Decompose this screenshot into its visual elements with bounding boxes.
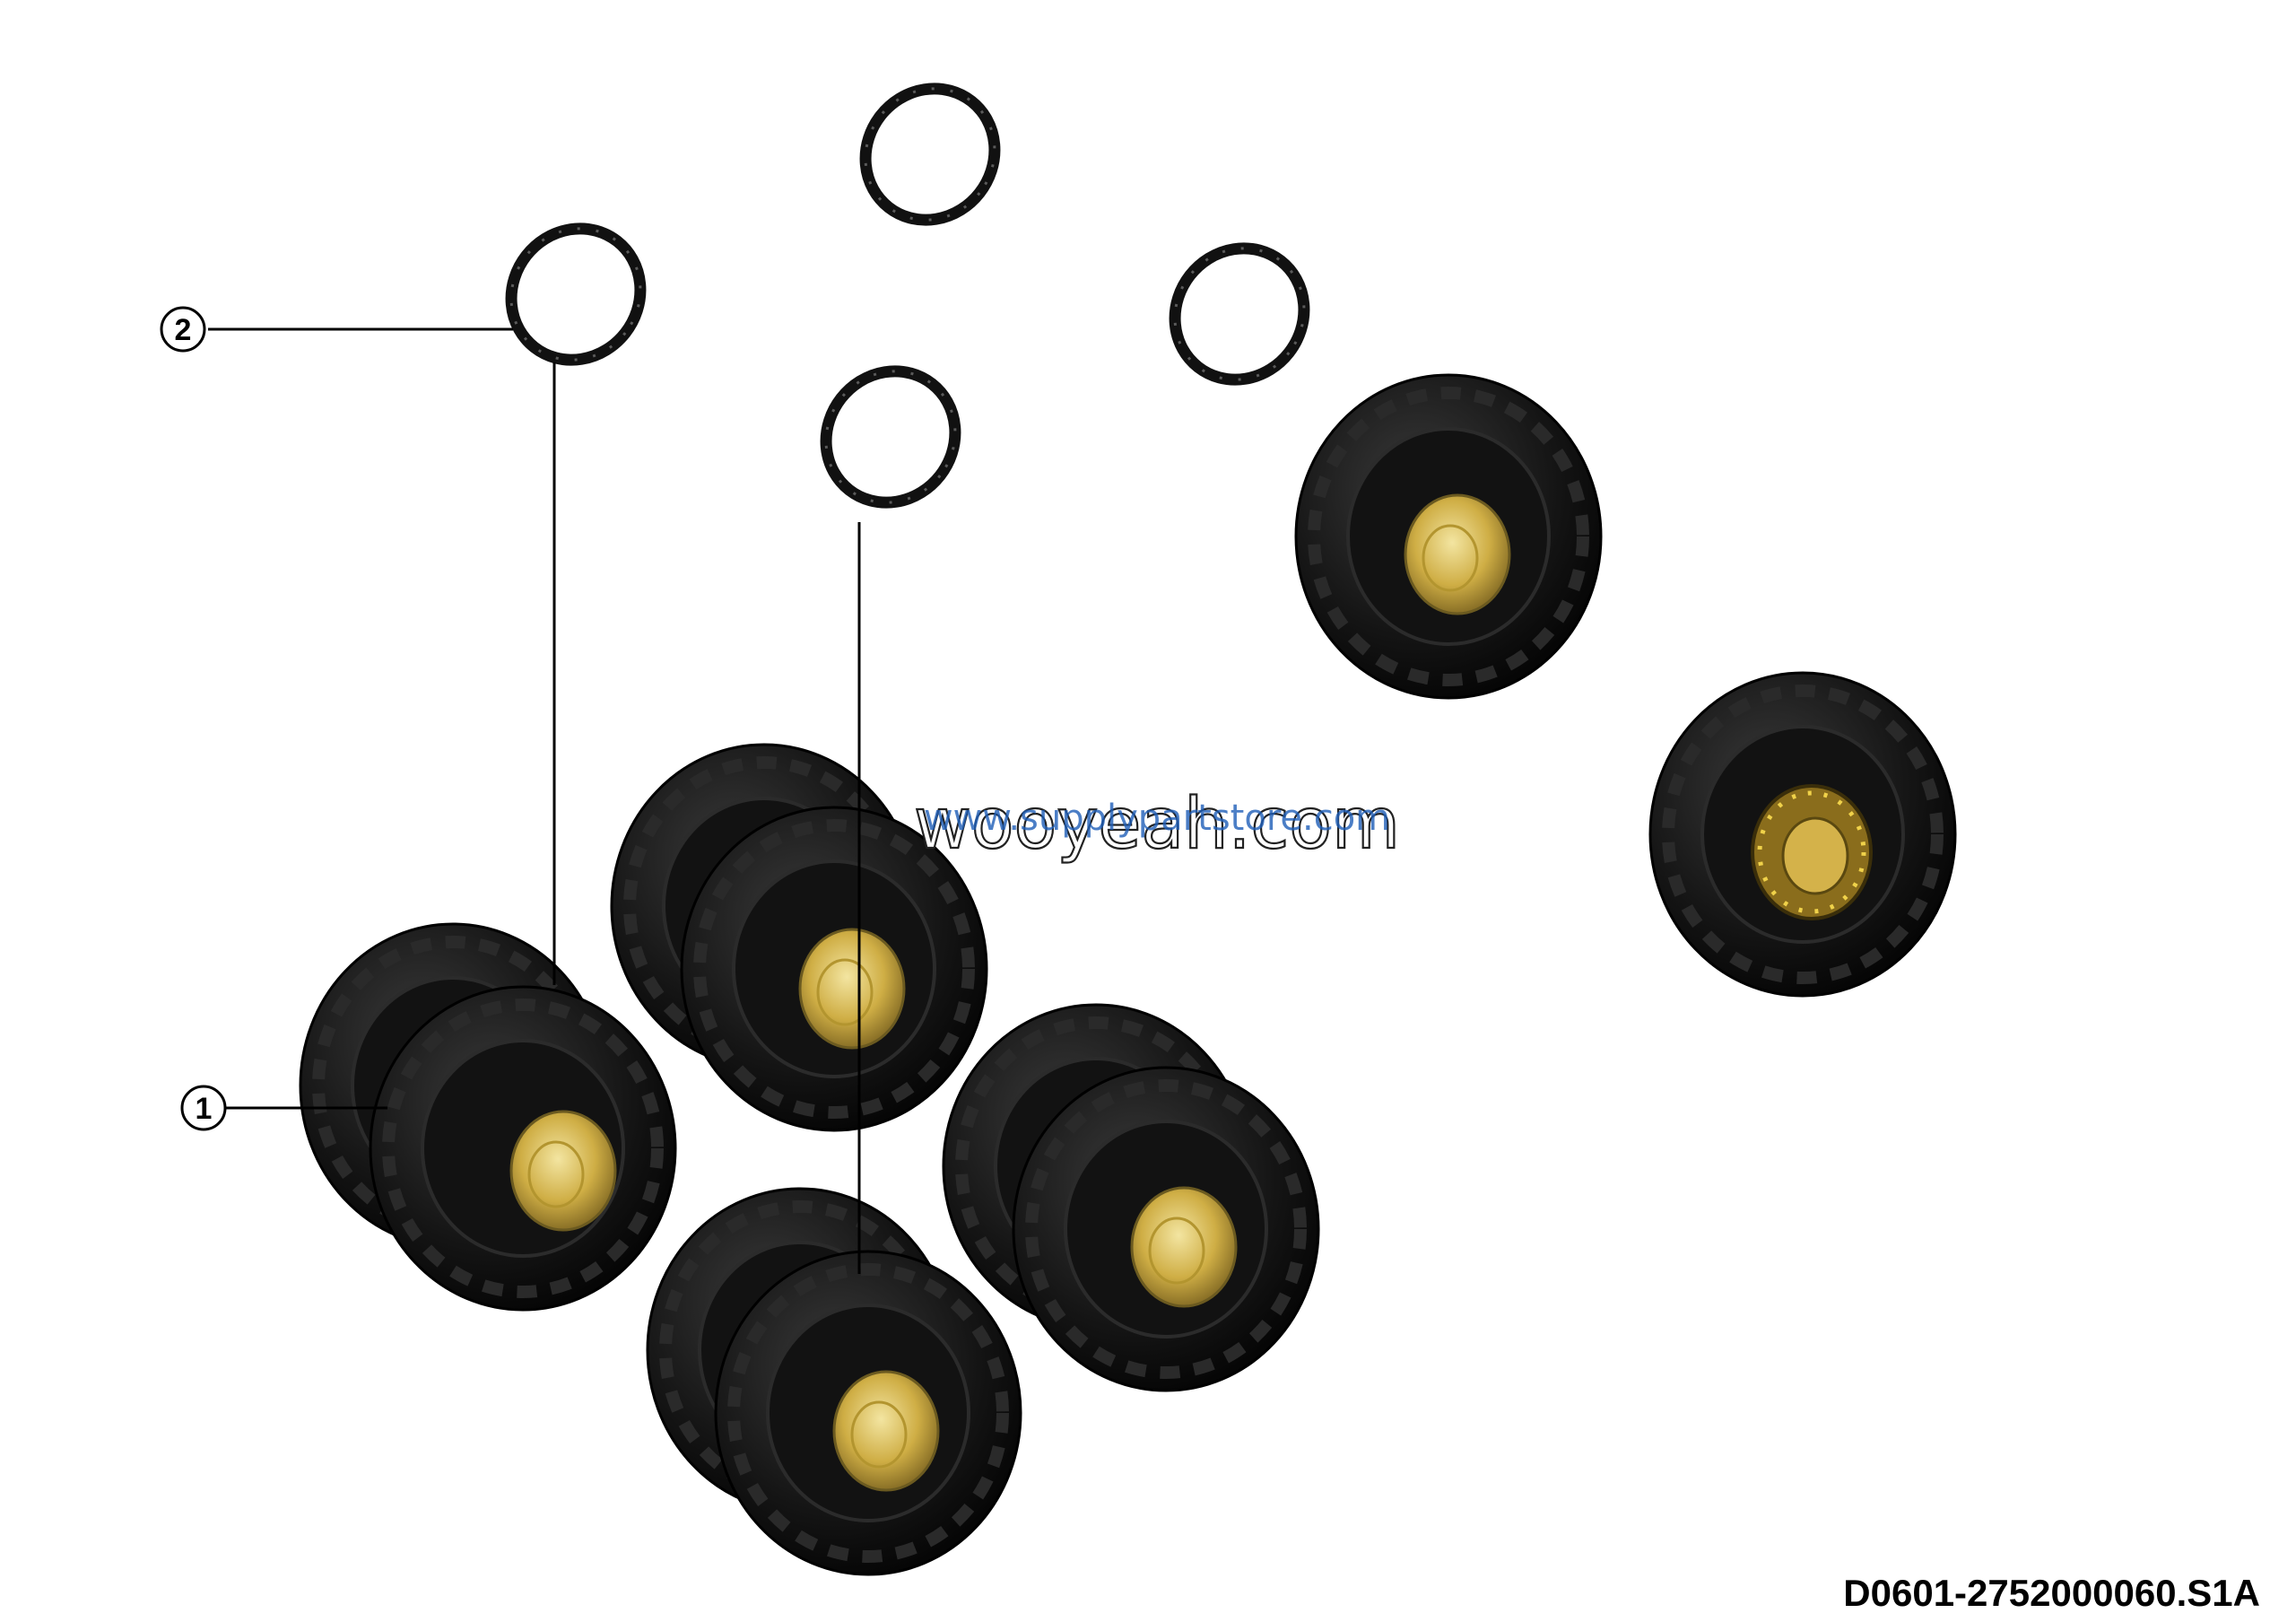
drawing-reference: D0601-2752000060.S1A [1843,1572,2260,1614]
watermark-primary: wooyeah.com [914,784,1400,865]
callout-item-1[interactable]: 1 [180,1085,227,1131]
ring-2 [485,203,667,386]
tire-single-right [1650,673,1955,996]
callout-2-label: 2 [175,313,192,347]
ring-4 [800,345,982,528]
dual-tire-left [300,924,675,1310]
hub-flange [1751,784,1873,920]
watermark-secondary: www.supplypartstore.com [924,798,1390,839]
tire-single-upper [1296,375,1601,698]
leader-lines [208,327,861,1274]
ring-1 [839,63,1022,246]
callout-1-label: 1 [196,1092,213,1126]
callout-item-2[interactable]: 2 [160,306,206,353]
ring-3 [1149,222,1331,406]
